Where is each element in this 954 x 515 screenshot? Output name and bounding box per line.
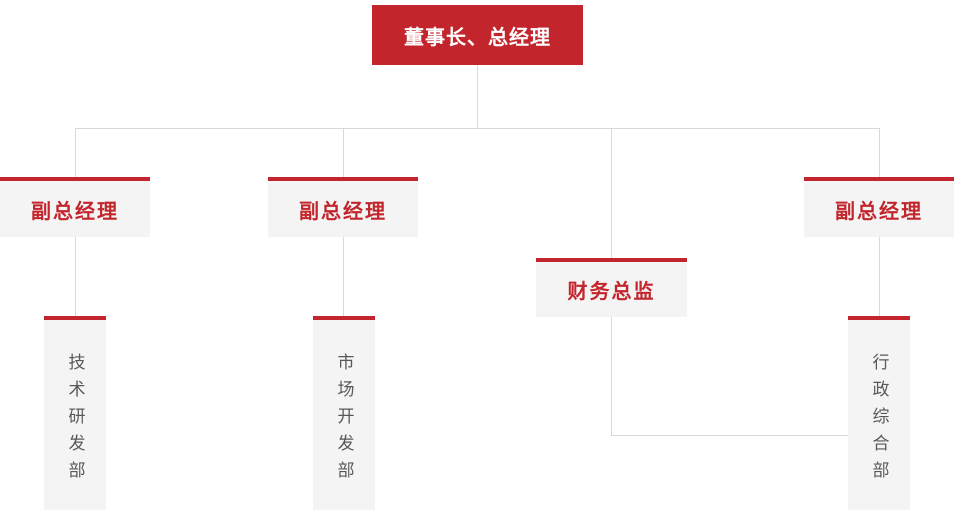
connector-drop-vp-middle	[343, 128, 344, 177]
org-node-label: 副总经理	[835, 200, 923, 223]
org-node-vp-left: 副总经理	[0, 177, 150, 237]
org-node-label: 副总经理	[31, 200, 119, 223]
connector-drop-vp-left	[75, 128, 76, 177]
org-node-label: 技术研发部	[65, 352, 85, 488]
connector-vp-left-to-dept	[75, 237, 76, 316]
org-node-vp-right: 副总经理	[804, 177, 954, 237]
org-node-dept-tech-rd: 技术研发部	[44, 316, 106, 510]
org-node-label: 副总经理	[299, 200, 387, 223]
connector-drop-cfo	[611, 128, 612, 258]
connector-root-stem	[477, 65, 478, 128]
connector-horizontal-bus	[75, 128, 880, 129]
org-node-label: 行政综合部	[869, 352, 889, 488]
connector-drop-vp-right	[879, 128, 880, 177]
org-node-vp-middle: 副总经理	[268, 177, 418, 237]
connector-cfo-to-admin-dept	[611, 435, 848, 436]
org-node-label: 市场开发部	[334, 352, 354, 488]
org-node-label: 财务总监	[567, 281, 656, 303]
connector-vp-right-to-dept	[879, 237, 880, 316]
org-node-dept-market-dev: 市场开发部	[313, 316, 375, 510]
org-node-label: 董事长、总经理	[404, 26, 551, 49]
org-node-finance-director: 财务总监	[536, 258, 687, 317]
org-node-chairman-general-manager: 董事长、总经理	[372, 5, 583, 65]
org-node-dept-admin-general: 行政综合部	[848, 316, 910, 510]
connector-cfo-down	[611, 317, 612, 435]
connector-vp-middle-to-dept	[343, 237, 344, 316]
